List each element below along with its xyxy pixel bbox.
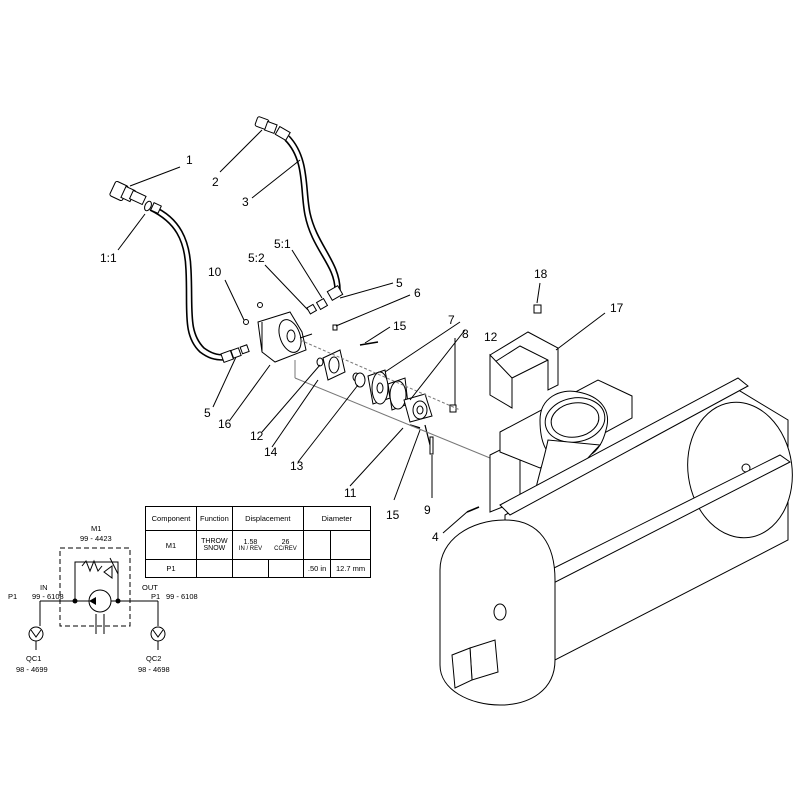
header-displacement: Displacement	[231, 506, 304, 531]
spec-table-header: Component Function Displacement Diameter	[145, 506, 371, 531]
callout-17: 17	[610, 301, 624, 315]
callout-4: 4	[432, 530, 439, 544]
callout-16: 16	[218, 417, 232, 431]
header-diameter: Diameter	[302, 506, 371, 531]
cell-displacement-cc: 26 CC/REV	[268, 530, 304, 560]
leader-lines	[117, 129, 606, 534]
cell-function-line1: THROW	[201, 538, 228, 545]
p1-left-label: P1	[8, 592, 17, 601]
cell-disp1: 1.58	[243, 538, 258, 546]
hose-left	[149, 205, 227, 361]
m1-label: M1	[91, 524, 101, 533]
callout-1: 1	[186, 153, 193, 167]
quick-coupler-2	[254, 116, 291, 142]
callout-6: 6	[414, 286, 421, 300]
out-part-number: 99 - 6108	[166, 592, 198, 601]
callout-12-right: 12	[484, 330, 498, 344]
cell-diameter-in: .50 in	[302, 559, 332, 578]
qc1-label: QC1	[26, 654, 41, 663]
callout-3: 3	[242, 195, 249, 209]
spec-table: Component Function Displacement Diameter…	[145, 506, 371, 578]
cell-diameter-in	[302, 530, 332, 560]
cell-component: M1	[145, 530, 197, 560]
snowblower-housing	[439, 377, 793, 706]
cell-disp2: 26	[281, 538, 290, 546]
hydraulic-motor	[243, 302, 313, 363]
header-function: Function	[196, 506, 233, 531]
qc1-part-number: 98 - 4699	[16, 665, 48, 674]
qc2-label: QC2	[146, 654, 161, 663]
cell-displacement-in	[231, 559, 269, 578]
hydraulic-schematic: M1 99 - 4423 IN 99 - 6108 P1 OUT 99 - 61…	[8, 524, 198, 674]
chute-guard	[489, 331, 559, 409]
cell-diameter-mm	[330, 530, 371, 560]
cell-disp2-unit: CC/REV	[274, 545, 297, 552]
callout-12-left: 12	[250, 429, 264, 443]
in-label: IN	[40, 583, 48, 592]
cell-displacement-cc	[267, 559, 304, 578]
callout-13: 13	[290, 459, 304, 473]
qc2-part-number: 98 - 4698	[138, 665, 170, 674]
cell-diameter-mm: 12.7 mm	[330, 559, 371, 578]
callout-15-bottom: 15	[386, 508, 400, 522]
callout-9: 9	[424, 503, 431, 517]
hose-fittings-lower	[220, 284, 344, 364]
callout-labels: 1 1:1 2 3 10 5:2 5:1 5 6 15 7 8 12 5 16 …	[100, 153, 624, 544]
in-part-number: 99 - 6108	[32, 592, 64, 601]
callout-5-bottom: 5	[204, 406, 211, 420]
table-row: M1 THROW SNOW 1.58 IN / REV 26 CC/REV	[145, 530, 371, 560]
header-component: Component	[145, 506, 197, 531]
table-row: P1 .50 in 12.7 mm	[145, 559, 371, 578]
callout-7: 7	[448, 313, 455, 327]
callout-5-1: 5:1	[274, 237, 291, 251]
callout-15-top: 15	[393, 319, 407, 333]
callout-18: 18	[534, 267, 548, 281]
drive-coupler-assembly	[322, 349, 433, 423]
hose-right	[284, 135, 341, 291]
cell-disp1-unit: IN / REV	[238, 545, 263, 552]
callout-5-top: 5	[396, 276, 403, 290]
quick-coupler-1	[109, 180, 162, 214]
callout-8: 8	[462, 327, 469, 341]
cell-function-line2: SNOW	[203, 545, 226, 552]
callout-2: 2	[212, 175, 219, 189]
callout-14: 14	[264, 445, 278, 459]
cell-component: P1	[145, 559, 197, 578]
callout-1-1: 1:1	[100, 251, 117, 265]
cell-displacement-in: 1.58 IN / REV	[231, 530, 269, 560]
callout-5-2: 5:2	[248, 251, 265, 265]
m1-part-number: 99 - 4423	[80, 534, 112, 543]
out-label: OUT	[142, 583, 158, 592]
callout-10: 10	[208, 265, 222, 279]
callout-11: 11	[344, 486, 357, 500]
cell-function: THROW SNOW	[196, 530, 233, 560]
p1-right-label: P1	[151, 592, 160, 601]
cell-function	[196, 559, 233, 578]
